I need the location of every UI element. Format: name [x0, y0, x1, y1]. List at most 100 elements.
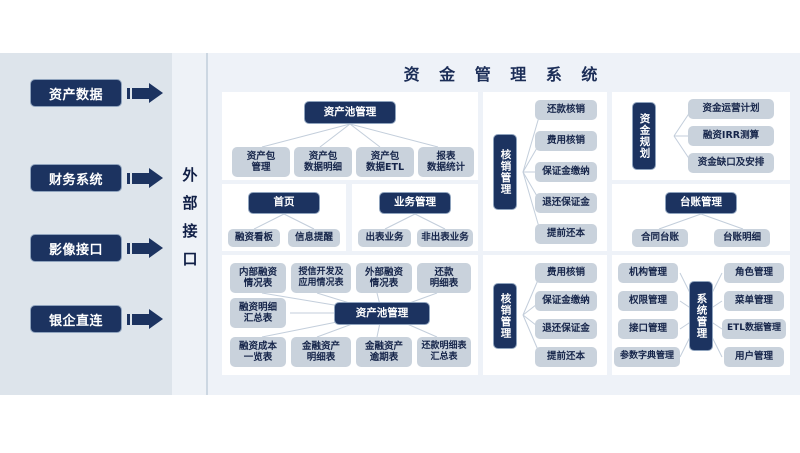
node-etl-data-management[interactable]: ETL数据管理 — [722, 319, 786, 339]
node-expense-writeoff[interactable]: 费用核销 — [535, 131, 597, 151]
node-information-reminder[interactable]: 信息提醒 — [288, 229, 340, 247]
source-label: 影像接口 — [48, 242, 103, 258]
node-repayment-detail[interactable]: 还款 明细表 — [417, 263, 471, 293]
node-asset-pool-management-center[interactable]: 资产池管理 — [334, 302, 430, 325]
source-box-asset-data[interactable]: 资产数据 — [30, 79, 122, 107]
source-label: 财务系统 — [48, 172, 103, 188]
node-writeoff-management-top[interactable]: 核销管理 — [493, 134, 517, 210]
arrow-right-icon-1 — [127, 79, 167, 107]
arrow-right-icon-3 — [127, 234, 167, 262]
node-fund-gap-arrangement[interactable]: 资金缺口及安排 — [688, 153, 774, 173]
source-box-finance-system[interactable]: 财务系统 — [30, 164, 122, 192]
node-label: 菜单管理 — [734, 295, 773, 307]
node-label: 核销管理 — [499, 149, 512, 195]
node-label: 资金规划 — [638, 113, 651, 159]
node-fund-planning[interactable]: 资金规划 — [632, 102, 656, 170]
node-financing-cost-list[interactable]: 融资成本 一览表 — [230, 337, 286, 367]
source-label: 资产数据 — [48, 87, 103, 103]
node-asset-pool-management[interactable]: 资产池管理 — [304, 101, 396, 124]
node-ledger-management[interactable]: 台账管理 — [665, 192, 737, 214]
node-external-financing-status[interactable]: 外部融资 情况表 — [356, 263, 412, 293]
panel-writeoff-top: 核销管理 还款核销 费用核销 保证金缴纳 退还保证金 提前还本 — [483, 92, 607, 251]
node-ledger-detail[interactable]: 台账明细 — [714, 229, 770, 247]
external-sources-band: 资产数据 财务系统 影像接口 银企直连 — [0, 53, 172, 395]
source-box-image-interface[interactable]: 影像接口 — [30, 234, 122, 262]
node-label: 金融资产 逾期表 — [364, 340, 403, 364]
node-report-data-statistics[interactable]: 报表 数据统计 — [418, 147, 474, 177]
node-expense-writeoff-2[interactable]: 费用核销 — [535, 263, 597, 283]
node-label: 资产池管理 — [355, 306, 409, 319]
node-label: 内部融资 情况表 — [238, 266, 277, 290]
node-menu-management[interactable]: 菜单管理 — [724, 291, 784, 311]
node-permission-management[interactable]: 权限管理 — [618, 291, 678, 311]
node-label: 资产包 数据明细 — [303, 150, 342, 174]
node-system-management[interactable]: 系统管理 — [689, 281, 713, 351]
panel-fund-planning: 资金规划 资金运营计划 融资IRR测算 资金缺口及安排 — [612, 92, 790, 180]
node-label: 退还保证金 — [542, 197, 590, 209]
node-label: 权限管理 — [628, 295, 667, 307]
node-label: 费用核销 — [546, 267, 585, 279]
node-repayment-detail-summary[interactable]: 还款明细表 汇总表 — [417, 337, 471, 367]
node-non-off-balance-business[interactable]: 非出表业务 — [417, 229, 473, 247]
arrow-right-icon-4 — [127, 305, 167, 333]
node-label: 资产包 数据ETL — [365, 150, 405, 174]
page-title: 资 金 管 理 系 统 — [403, 65, 605, 84]
node-label: 角色管理 — [734, 267, 773, 279]
node-off-balance-business[interactable]: 出表业务 — [358, 229, 411, 247]
node-label: 资产池管理 — [323, 105, 377, 118]
node-role-management[interactable]: 角色管理 — [724, 263, 784, 283]
node-business-management[interactable]: 业务管理 — [379, 192, 451, 214]
node-label: ETL数据管理 — [726, 323, 782, 334]
node-financing-dashboard[interactable]: 融资看板 — [228, 229, 280, 247]
node-label: 还款 明细表 — [429, 266, 459, 290]
node-label: 提前还本 — [546, 351, 585, 363]
node-fund-operation-plan[interactable]: 资金运营计划 — [688, 99, 774, 119]
node-label: 融资成本 一览表 — [238, 340, 277, 364]
node-financing-detail-summary[interactable]: 融资明细 汇总表 — [230, 298, 286, 328]
node-deposit-refund-2[interactable]: 退还保证金 — [535, 319, 597, 339]
node-writeoff-management-bottom[interactable]: 核销管理 — [493, 283, 517, 349]
node-label: 首页 — [273, 196, 295, 209]
node-label: 资金缺口及安排 — [697, 157, 765, 169]
node-early-principal-repayment[interactable]: 提前还本 — [535, 224, 597, 244]
node-label: 出表业务 — [365, 232, 404, 244]
panel-home: 首页 融资看板 信息提醒 — [222, 184, 346, 251]
node-label: 金融资产 明细表 — [301, 340, 340, 364]
node-label: 核销管理 — [499, 293, 512, 339]
node-parameter-dictionary-management[interactable]: 参数字典管理 — [614, 347, 680, 367]
node-deposit-payment[interactable]: 保证金缴纳 — [535, 162, 597, 182]
node-financing-irr-calculation[interactable]: 融资IRR测算 — [688, 126, 774, 146]
node-interface-management[interactable]: 接口管理 — [618, 319, 678, 339]
node-user-management[interactable]: 用户管理 — [724, 347, 784, 367]
node-label: 台账明细 — [722, 232, 761, 244]
node-financial-asset-overdue[interactable]: 金融资产 逾期表 — [356, 337, 412, 367]
node-label: 台账管理 — [680, 196, 722, 209]
panel-ledger: 台账管理 合同台账 台账明细 — [612, 184, 790, 251]
panel-asset-pool: 资产池管理 资产包 管理 资产包 数据明细 资产包 数据ETL 报表 数据统计 — [222, 92, 478, 180]
node-asset-package-data-detail[interactable]: 资产包 数据明细 — [294, 147, 352, 177]
node-asset-package-data-etl[interactable]: 资产包 数据ETL — [356, 147, 414, 177]
node-label: 接口管理 — [628, 323, 667, 335]
node-deposit-payment-2[interactable]: 保证金缴纳 — [535, 291, 597, 311]
node-credit-development-application-status[interactable]: 授信开发及 应用情况表 — [291, 263, 351, 293]
node-home[interactable]: 首页 — [248, 192, 320, 214]
node-organization-management[interactable]: 机构管理 — [618, 263, 678, 283]
node-label: 授信开发及 应用情况表 — [298, 266, 344, 289]
node-asset-package-management[interactable]: 资产包 管理 — [232, 147, 290, 177]
node-label: 还款明细表 汇总表 — [421, 340, 467, 363]
panel-writeoff-bottom: 核销管理 费用核销 保证金缴纳 退还保证金 提前还本 — [483, 255, 607, 375]
node-internal-financing-status[interactable]: 内部融资 情况表 — [230, 263, 286, 293]
node-repayment-writeoff[interactable]: 还款核销 — [535, 100, 597, 120]
node-label: 还款核销 — [546, 104, 585, 116]
panel-reports: 内部融资 情况表 授信开发及 应用情况表 外部融资 情况表 还款 明细表 融资明… — [222, 255, 478, 375]
node-deposit-refund[interactable]: 退还保证金 — [535, 193, 597, 213]
node-label: 非出表业务 — [421, 232, 469, 244]
source-box-bank-direct-link[interactable]: 银企直连 — [30, 305, 122, 333]
node-label: 参数字典管理 — [619, 351, 674, 362]
node-contract-ledger[interactable]: 合同台账 — [632, 229, 688, 247]
node-early-principal-repayment-2[interactable]: 提前还本 — [535, 347, 597, 367]
vertical-divider — [206, 53, 208, 395]
node-label: 提前还本 — [546, 228, 585, 240]
node-label: 资产包 管理 — [246, 150, 276, 174]
node-financial-asset-detail[interactable]: 金融资产 明细表 — [291, 337, 351, 367]
